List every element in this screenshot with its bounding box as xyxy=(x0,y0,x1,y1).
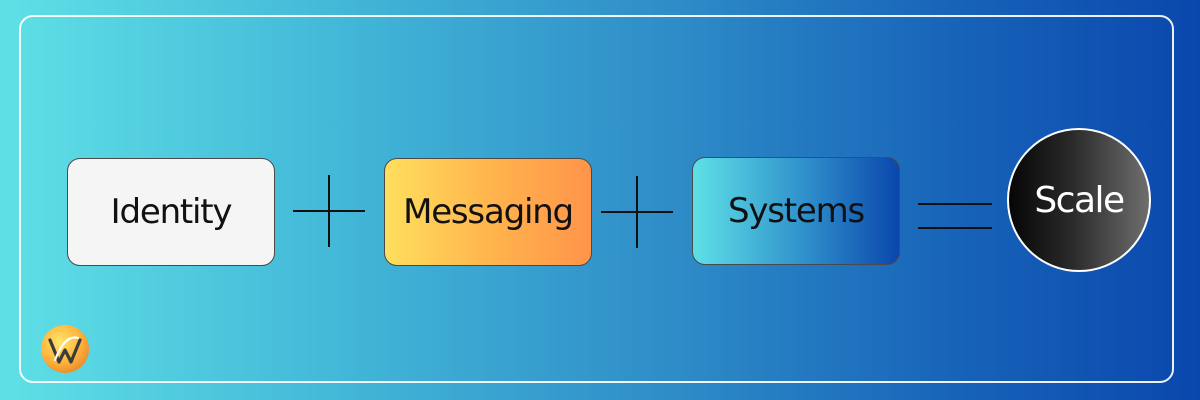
systems-box: Systems xyxy=(692,157,900,265)
messaging-box: Messaging xyxy=(384,158,592,266)
brand-logo-icon xyxy=(41,325,89,373)
plus-icon xyxy=(293,175,365,247)
equals-icon xyxy=(918,203,992,229)
identity-box: Identity xyxy=(67,158,275,266)
scale-circle: Scale xyxy=(1007,128,1151,272)
scale-label: Scale xyxy=(1034,179,1125,221)
systems-label: Systems xyxy=(727,191,865,231)
messaging-label: Messaging xyxy=(403,192,574,232)
plus-icon xyxy=(601,176,673,248)
banner-frame xyxy=(19,15,1174,383)
identity-label: Identity xyxy=(110,192,233,232)
